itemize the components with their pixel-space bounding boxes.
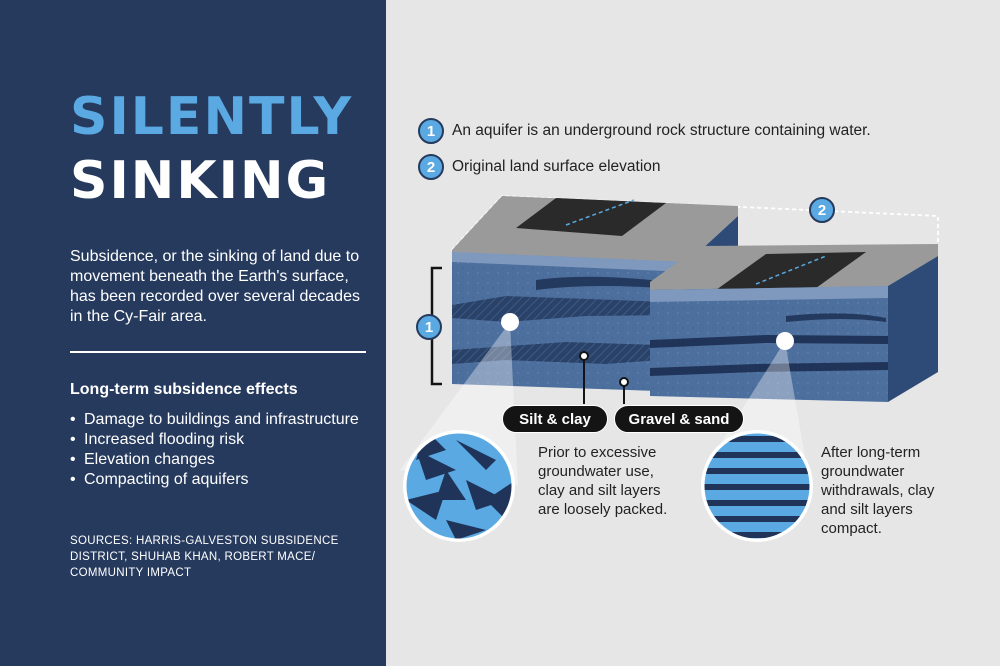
sources-text: SOURCES: HARRIS-GALVESTON SUBSIDENCE DIS… [70, 535, 339, 579]
legend-text-surface: Original land surface elevation [452, 158, 661, 175]
legend-text-aquifer: An aquifer is an underground rock struct… [452, 122, 871, 139]
focus-dot-after [776, 332, 794, 350]
pointer-line-icon [619, 377, 629, 404]
caption-after: After long-term groundwater withdrawals,… [821, 444, 935, 537]
list-item: Damage to buildings and infrastructure [70, 410, 370, 430]
divider [70, 351, 366, 353]
list-item: Increased flooding risk [70, 430, 370, 450]
magnifier-circle-icon [701, 430, 813, 542]
label-silt-clay: Silt & clay [502, 405, 608, 433]
legend-item-surface: 2 Original land surface elevation [418, 154, 661, 180]
effects-heading: Long-term subsidence effects [70, 381, 298, 398]
focus-dot-before [501, 313, 519, 331]
title-line-2: SINKING [70, 151, 331, 211]
aquifer-diagram: 1 2 Silt & clay Gravel & sand Prior to e… [386, 0, 1000, 666]
number-badge-icon: 2 [418, 154, 444, 180]
title-line-1: SILENTLY [70, 87, 354, 147]
list-item: Compacting of aquifers [70, 470, 370, 490]
caption-before: Prior to excessive groundwater use, clay… [538, 444, 668, 518]
pointer-line-icon [579, 351, 589, 404]
block-diagram-illustration [400, 195, 939, 542]
number-badge-icon: 2 [809, 197, 835, 223]
list-item: Elevation changes [70, 450, 370, 470]
left-panel: SILENTLY SINKING Subsidence, or the sink… [0, 0, 386, 666]
effects-list: Damage to buildings and infrastructure I… [70, 410, 370, 490]
right-block [650, 244, 938, 402]
intro-text: Subsidence, or the sinking of land due t… [70, 248, 360, 325]
magnifier-circle-icon [403, 430, 515, 542]
number-badge-icon: 1 [416, 314, 442, 340]
legend-item-aquifer: 1 An aquifer is an underground rock stru… [418, 118, 871, 144]
number-badge-icon: 1 [418, 118, 444, 144]
label-gravel-sand: Gravel & sand [614, 405, 744, 433]
